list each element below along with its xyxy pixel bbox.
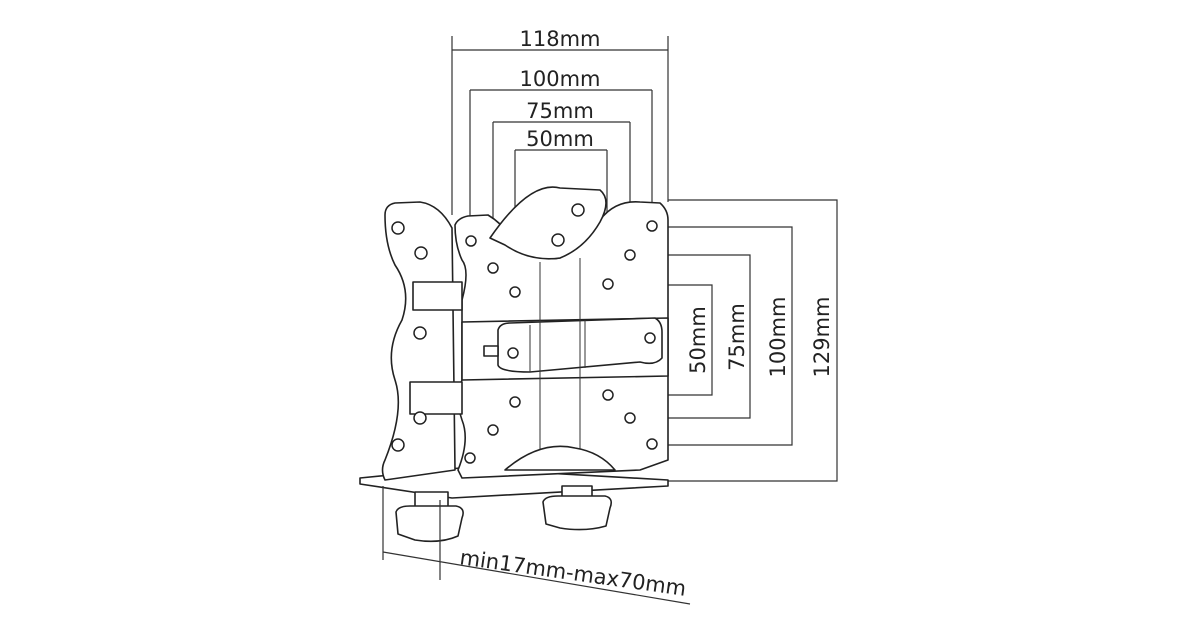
width-dimensions: 118mm 100mm 75mm 50mm	[451, 27, 669, 292]
clamp-knobs	[395, 485, 612, 543]
clamp-range-label: min17mm-max70mm	[458, 545, 687, 601]
mounting-holes	[391, 203, 658, 464]
mount-bracket	[359, 186, 669, 543]
height-100-label: 100mm	[766, 297, 790, 378]
height-dimensions: 50mm 75mm 100mm 129mm	[612, 199, 838, 482]
width-118-label: 118mm	[520, 27, 601, 51]
height-50-label: 50mm	[686, 306, 710, 374]
width-50-label: 50mm	[526, 127, 594, 151]
height-75-label: 75mm	[725, 303, 749, 371]
height-129-label: 129mm	[810, 297, 834, 378]
width-75-label: 75mm	[526, 99, 594, 123]
width-100-label: 100mm	[520, 67, 601, 91]
